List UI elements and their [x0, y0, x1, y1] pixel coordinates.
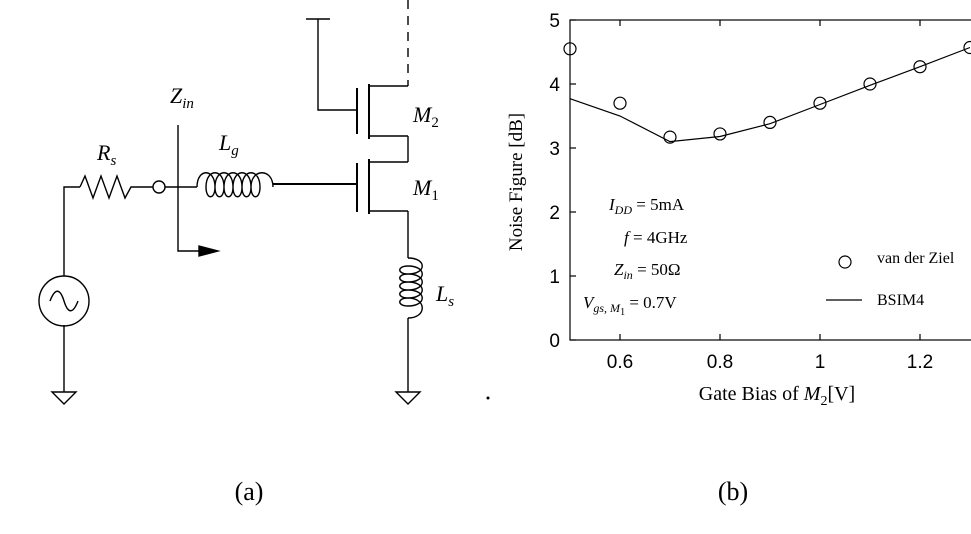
input-node	[152, 180, 166, 194]
caption-b: (b)	[718, 477, 748, 506]
van-der-ziel-point	[763, 115, 777, 130]
x-tick-label: 1.2	[907, 352, 933, 373]
zin-label: Zin	[170, 83, 194, 112]
van-der-ziel-point	[913, 60, 927, 74]
m1-label: M1	[412, 175, 439, 204]
y-tick-label: 2	[549, 203, 560, 224]
x-tick-label: 1	[815, 352, 826, 373]
x-axis-ticks: 0.6 0.8 1 1.2	[607, 20, 933, 373]
y-tick-label: 0	[549, 331, 560, 352]
condition-vgs: Vgs, M1 = 0.7V	[583, 293, 677, 318]
m2-label: M2	[412, 102, 439, 131]
source-wire	[63, 186, 80, 276]
condition-zin: Zin = 50Ω	[614, 260, 681, 282]
condition-f: f = 4GHz	[624, 228, 688, 247]
van-der-ziel-point	[863, 77, 877, 91]
y-axis-title: Noise Figure [dB]	[506, 113, 527, 251]
van-der-ziel-point	[963, 40, 971, 55]
x-tick-label: 0.8	[707, 352, 733, 373]
circuit-labels: Zin Rs Lg M2 M1 Ls (a)	[96, 83, 454, 506]
m2-gate-bias-line	[306, 18, 357, 111]
x-tick-label: 0.6	[607, 352, 633, 373]
van-der-ziel-point	[613, 96, 627, 110]
stray-dot	[486, 396, 490, 400]
ls-ground-icon	[394, 391, 422, 405]
y-tick-label: 4	[549, 75, 560, 96]
x-axis-title: Gate Bias of M2[V]	[699, 383, 855, 409]
legend-marker-circle	[838, 255, 852, 269]
y-tick-label: 1	[549, 267, 560, 288]
legend-label-1: BSIM4	[877, 292, 924, 309]
circuit-schematic	[38, 0, 490, 405]
y-tick-label: 5	[549, 11, 560, 32]
ls-inductor-icon	[399, 257, 423, 319]
legend: van der Ziel BSIM4	[826, 250, 955, 309]
series-bsim4-line	[569, 46, 971, 143]
condition-idd: IDD = 5mA	[608, 195, 685, 217]
noise-figure-plot: 0.6 0.8 1 1.2 0 1 2 3 4 5 IDD = 5mA f = 4GHz Zin…	[506, 11, 971, 506]
y-axis-ticks: 0 1 2 3 4 5	[549, 11, 576, 352]
lg-label: Lg	[218, 130, 239, 159]
rs-resistor-icon	[79, 173, 153, 201]
lg-inductor-icon	[196, 172, 274, 198]
conditions-text: IDD = 5mA f = 4GHz Zin = 50Ω Vgs, M1 = 0…	[583, 195, 688, 318]
zin-arrow-head-icon	[198, 245, 221, 257]
series-layer	[563, 40, 971, 144]
ac-source-wave	[49, 290, 79, 312]
legend-label-0: van der Ziel	[877, 250, 955, 267]
rs-label: Rs	[96, 140, 116, 169]
caption-a: (a)	[235, 477, 264, 506]
van-der-ziel-point	[663, 130, 677, 144]
zin-arrow-line	[177, 125, 200, 252]
van-der-ziel-point	[813, 96, 827, 110]
plot-frame	[569, 19, 971, 341]
source-ground-icon	[50, 325, 78, 405]
y-tick-label: 3	[549, 139, 560, 160]
ls-label: Ls	[435, 281, 454, 310]
van-der-ziel-point	[713, 127, 727, 141]
van-der-ziel-point	[563, 42, 577, 56]
